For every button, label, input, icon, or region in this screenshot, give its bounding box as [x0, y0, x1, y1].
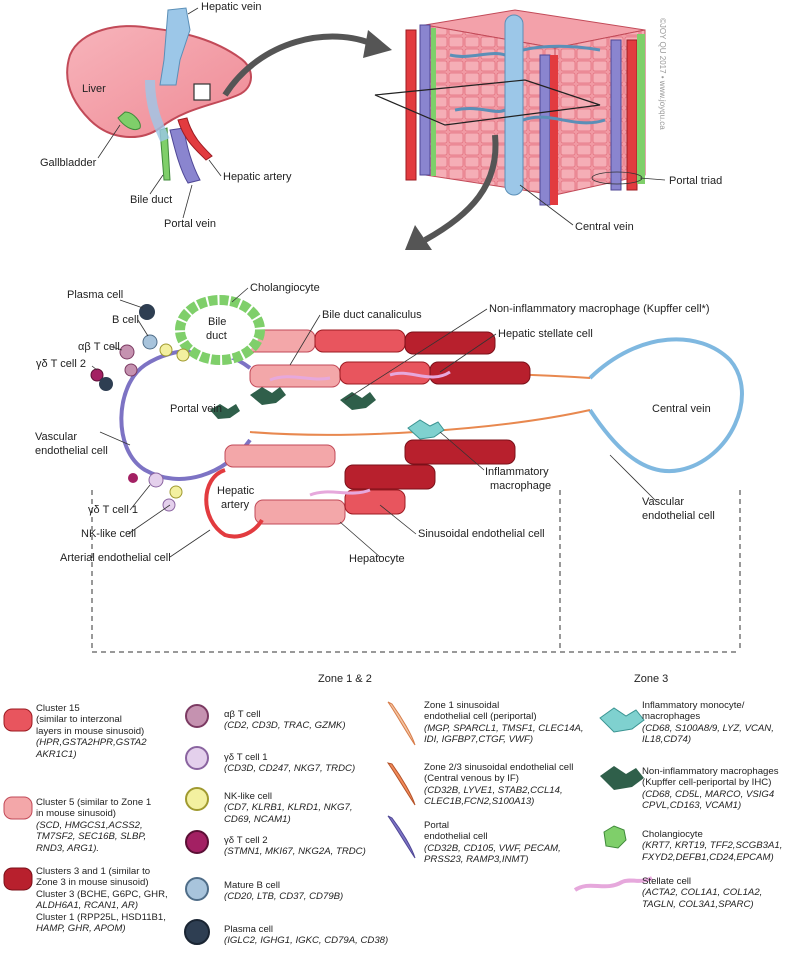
label-central-vein-top: Central vein: [575, 221, 634, 233]
label-gd-t-cell-1: γδ T cell 1: [88, 504, 138, 516]
label-central-vein-middle: Central vein: [652, 403, 711, 415]
zoom-arrow-1-head: [363, 30, 392, 58]
label-nk-like-cell: NK-like cell: [81, 528, 136, 540]
label-liver: Liver: [82, 83, 106, 95]
top-left-leaders: [97, 7, 222, 219]
sinusoid-diagram: [119, 295, 744, 539]
legend-zone-2-3-endothelial: Zone 2/3 sinusoidal endothelial cell (Ce…: [424, 762, 574, 808]
label-vascular-endothelial-right-2: endothelial cell: [642, 510, 715, 522]
label-portal-vein: Portal vein: [164, 218, 216, 230]
label-hepatic: Hepatic: [217, 485, 255, 497]
nk-like-cell-legend-icon: [185, 787, 209, 811]
label-cholangiocyte: Cholangiocyte: [250, 282, 320, 294]
gd-t-cell-2-icon: [90, 368, 104, 382]
legend-cholangiocyte: Cholangiocyte (KRT7, KRT19, TFF2,SCGB3A1…: [642, 829, 783, 863]
legend-zone-1-endothelial: Zone 1 sinusoidal endothelial cell (peri…: [424, 700, 584, 746]
label-arterial-endothelial-cell: Arterial endothelial cell: [60, 552, 171, 564]
legend-cluster-5: Cluster 5 (similar to Zone 1 in mouse si…: [36, 797, 152, 854]
label-portal-triad: Portal triad: [669, 175, 722, 187]
label-inflammatory-macrophage-1: Inflammatory: [485, 466, 549, 478]
liver-sample-box: [193, 83, 211, 101]
non-inflammatory-macrophage-icon: [600, 766, 644, 790]
zone-2-3-endothelial-icon: [386, 762, 416, 806]
label-zone-3: Zone 3: [634, 673, 668, 685]
legend-cluster-15: Cluster 15 (similar to interzonal layers…: [36, 703, 147, 760]
label-sinusoidal-endothelial-cell: Sinusoidal endothelial cell: [418, 528, 545, 540]
middle-leaders: [91, 287, 656, 558]
label-plasma-cell: Plasma cell: [67, 289, 123, 301]
legend-clusters-3-1: Clusters 3 and 1 (similar to Zone 3 in m…: [36, 866, 168, 935]
nk-like-cell-icon: [169, 485, 183, 499]
hepatocyte-row-lower: [224, 439, 516, 525]
label-inflammatory-macrophage-2: macrophage: [490, 480, 551, 492]
legend-mature-b-cell: Mature B cell (CD20, LTB, CD37, CD79B): [224, 880, 344, 903]
label-portal-vein-middle: Portal vein: [170, 403, 222, 415]
label-non-inflammatory-macrophage: Non-inflammatory macrophage (Kupffer cel…: [489, 303, 710, 315]
gd-t-cell-1-icon: [148, 472, 164, 488]
legend-ab-t-cell: αβ T cell (CD2, CD3D, TRAC, GZMK): [224, 709, 346, 732]
zone-1-endothelial-icon: [387, 701, 416, 746]
clusters-3-1-icon: [3, 867, 33, 891]
gd-t-cell-2-legend-icon: [185, 830, 209, 854]
legend-plasma-cell: Plasma cell (IGLC2, IGHG1, IGKC, CD79A, …: [224, 924, 389, 947]
zoom-arrow-2: [423, 134, 499, 243]
label-gallbladder: Gallbladder: [40, 157, 97, 169]
label-gd-t-cell-2: γδ T cell 2: [36, 358, 86, 370]
legend-gd-t-cell-2: γδ T cell 2 (STMN1, MKI67, NKG2A, TRDC): [224, 835, 366, 858]
label-vascular-endothelial-left-1: Vascular: [35, 431, 77, 443]
legend-gd-t-cell-1: γδ T cell 1 (CD3D, CD247, NKG7, TRDC): [224, 752, 356, 775]
top-right-leaders: [519, 171, 666, 226]
b-cell-icon: [142, 334, 158, 350]
label-vascular-endothelial-left-2: endothelial cell: [35, 445, 108, 457]
portal-endothelial-icon: [387, 815, 416, 859]
label-vascular-endothelial-right-1: Vascular: [642, 496, 684, 508]
label-b-cell: B cell: [112, 314, 139, 326]
ab-t-cell-legend-icon: [185, 704, 209, 728]
legend-icons: [3, 701, 653, 945]
label-hepatic-artery: Hepatic artery: [223, 171, 292, 183]
immune-cells: [90, 304, 190, 512]
gd-t-cell-1-legend-icon: [185, 746, 209, 770]
artist-credit: ©JOY QU 2017 • www.joyqu.ca: [658, 18, 667, 130]
label-zone-1-2: Zone 1 & 2: [318, 673, 372, 685]
label-hepatic-stellate-cell: Hepatic stellate cell: [498, 328, 593, 340]
label-bile-duct: Bile duct: [130, 194, 172, 206]
liver-organ: [66, 7, 252, 184]
plasma-cell-legend-icon: [184, 919, 210, 945]
label-artery: artery: [221, 499, 250, 511]
cluster-5-icon: [3, 796, 33, 820]
label-hepatic-vein: Hepatic vein: [201, 1, 262, 13]
legend-stellate-cell: Stellate cell (ACTA2, COL1A1, COL1A2, TA…: [642, 876, 763, 910]
cholangiocyte-legend-icon: [603, 825, 627, 849]
ab-t-cell-icon: [119, 344, 135, 360]
bile-duct-ring: [175, 295, 265, 365]
inflammatory-monocyte-icon: [599, 707, 645, 733]
cluster-15-icon: [3, 708, 33, 732]
stellate-cell-legend-icon: [573, 876, 653, 892]
legend-non-inflammatory-macrophages: Non-inflammatory macrophages (Kupffer ce…: [642, 766, 779, 812]
zoom-arrow-2-head: [405, 225, 432, 250]
legend-nk-like-cell: NK-like cell (CD7, KLRB1, KLRD1, NKG7, C…: [224, 791, 353, 825]
zoom-arrow-1: [222, 33, 377, 97]
liver-lobule-block: [374, 9, 646, 206]
label-hepatocyte: Hepatocyte: [349, 553, 405, 565]
plasma-cell-icon: [139, 304, 155, 320]
legend-inflammatory-monocyte: Inflammatory monocyte/ macrophages (CD68…: [642, 700, 774, 746]
zone-brackets: [91, 490, 741, 653]
legend-portal-endothelial: Portal endothelial cell (CD32B, CD105, V…: [424, 820, 561, 866]
mature-b-cell-legend-icon: [185, 877, 209, 901]
label-duct: duct: [206, 330, 227, 342]
label-bile: Bile: [208, 316, 226, 328]
label-ab-t-cell: αβ T cell: [78, 341, 120, 353]
label-bile-duct-canaliculus: Bile duct canaliculus: [322, 309, 422, 321]
